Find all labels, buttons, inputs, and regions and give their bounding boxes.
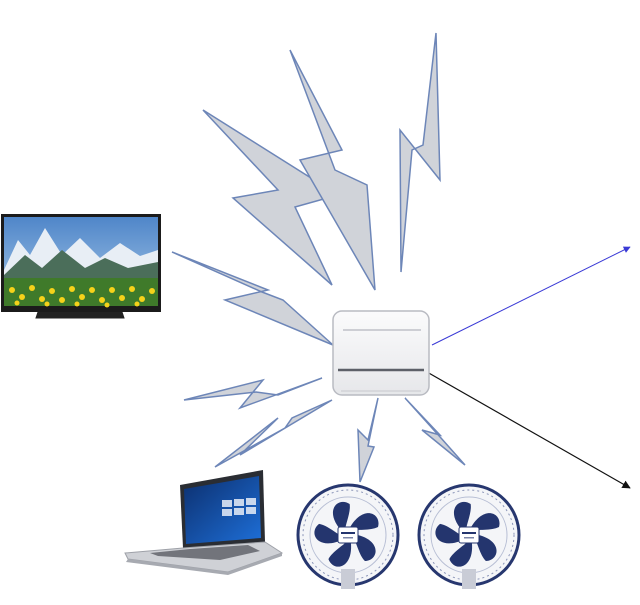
signal-bolt-up bbox=[289, 49, 376, 291]
fan-2 bbox=[417, 483, 521, 589]
signal-bolt-tv bbox=[171, 251, 334, 346]
signal-bolt-laptop-upper bbox=[183, 377, 323, 410]
signal-bolt-up-left bbox=[202, 109, 340, 286]
signal-bolt-fan-1 bbox=[357, 397, 379, 483]
wired-arrow-right-lower bbox=[426, 371, 631, 489]
signal-bolt-fan-2 bbox=[404, 397, 466, 466]
fan-1 bbox=[296, 483, 400, 589]
laptop-icon bbox=[124, 470, 284, 575]
tv-screen bbox=[4, 217, 158, 308]
router-icon bbox=[332, 310, 430, 396]
hub-device bbox=[332, 310, 430, 396]
fan-icon bbox=[417, 483, 521, 589]
fan-icon bbox=[296, 483, 400, 589]
signal-bolt-up-right bbox=[399, 32, 441, 273]
signal-bolt-laptop-lower bbox=[214, 399, 333, 468]
wireless-arrow-right-upper bbox=[431, 246, 631, 346]
signal-bolts bbox=[171, 32, 466, 483]
tv-icon bbox=[1, 214, 161, 319]
